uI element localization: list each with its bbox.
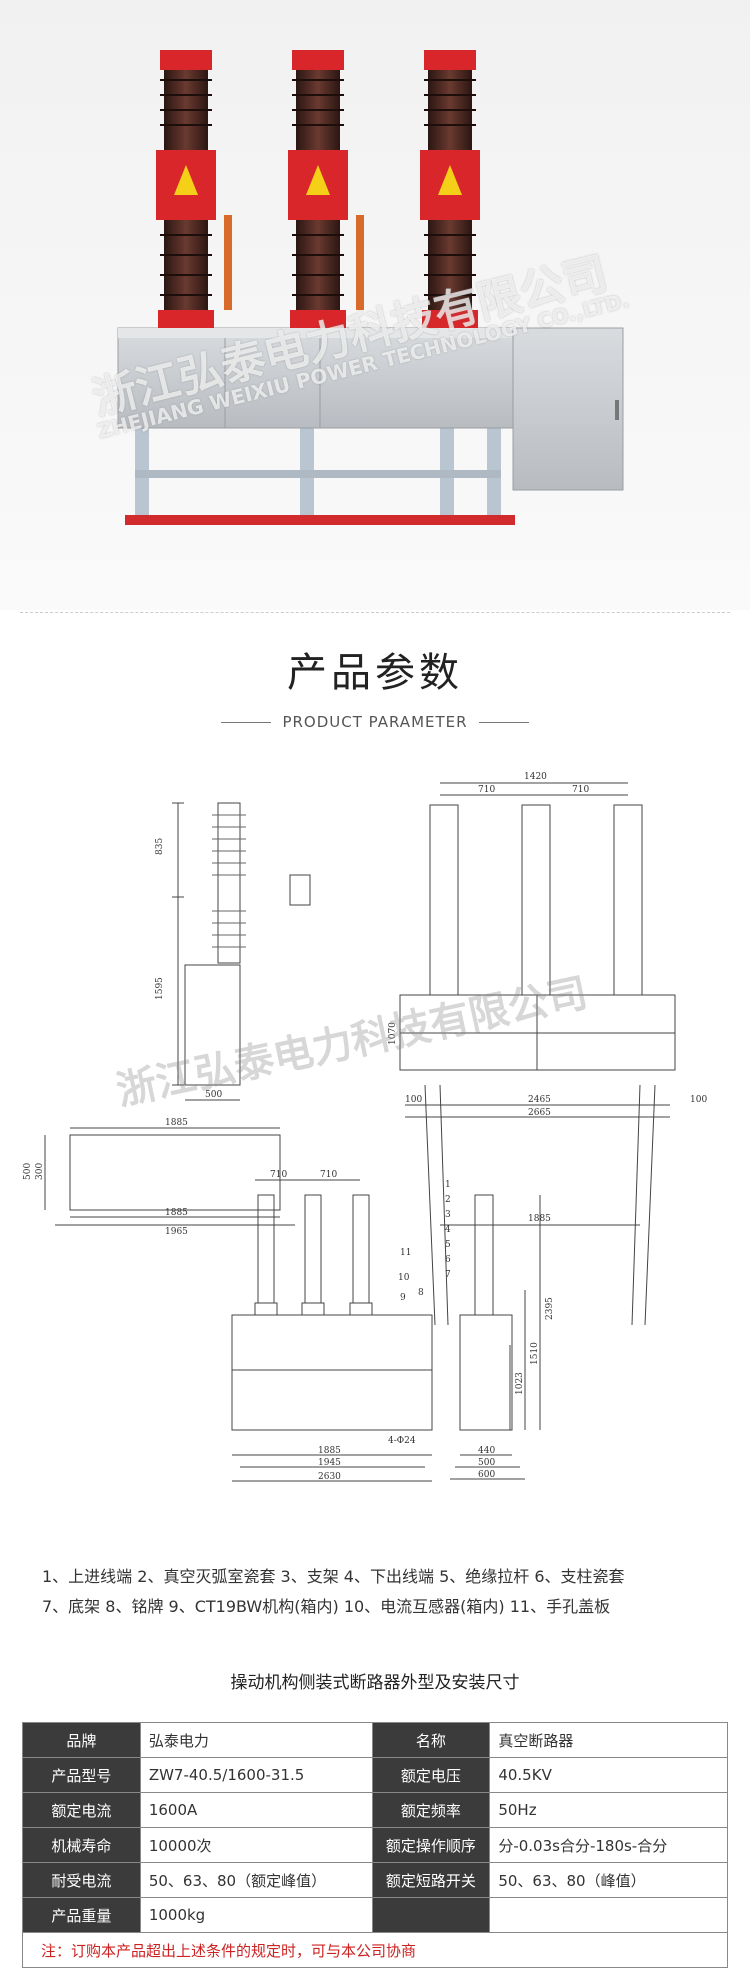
- assembly-view: [231, 1179, 541, 1482]
- parts-legend: 1、上进线端 2、真空灭弧室瓷套 3、支架 4、下出线端 5、绝缘拉杆 6、支柱…: [42, 1562, 722, 1622]
- dim-asm-500: 500: [478, 1458, 495, 1468]
- callout-11: 11: [400, 1248, 411, 1258]
- spec-value: 50Hz: [489, 1792, 728, 1828]
- dim-500-side: 500: [205, 1090, 222, 1100]
- dim-asm-710-a: 710: [270, 1170, 287, 1180]
- dim-asm-1023: 1023: [515, 1372, 525, 1395]
- spec-key: 额定电流: [22, 1792, 141, 1828]
- callout-6: 6: [445, 1255, 451, 1265]
- spec-value: 50、63、80（峰值）: [489, 1862, 728, 1898]
- dim-asm-710-b: 710: [320, 1170, 337, 1180]
- dim-plan-1885-top: 1885: [165, 1118, 188, 1128]
- dim-front-2465: 2465: [528, 1095, 551, 1105]
- drawing-watermark-cn: 浙江弘泰电力科技有限公司: [113, 970, 592, 1115]
- spec-key: 额定短路开关: [371, 1862, 491, 1898]
- divider: [20, 612, 730, 613]
- dim-plan-500: 500: [23, 1163, 33, 1180]
- dim-plan-1885-bottom: 1885: [165, 1208, 188, 1218]
- spec-key: 品牌: [22, 1722, 141, 1758]
- spec-value: [489, 1897, 728, 1933]
- spec-value: ZW7-40.5/1600-31.5: [139, 1757, 373, 1793]
- spec-value: 1600A: [139, 1792, 373, 1828]
- product-photo: 浙江弘泰电力科技有限公司 ZHEJIANG WEIXIU POWER TECHN…: [0, 0, 750, 610]
- spec-value: 40.5KV: [489, 1757, 728, 1793]
- dim-1070: 1070: [388, 1022, 398, 1045]
- spec-key: 产品型号: [22, 1757, 141, 1793]
- legend-line-2: 7、底架 8、铭牌 9、CT19BW机构(箱内) 10、电流互感器(箱内) 11…: [42, 1597, 611, 1616]
- callout-9: 9: [400, 1293, 406, 1303]
- dim-asm-1510: 1510: [530, 1342, 540, 1365]
- dim-plan-1965: 1965: [165, 1227, 188, 1237]
- callout-10: 10: [398, 1273, 410, 1283]
- legend-line-1: 1、上进线端 2、真空灭弧室瓷套 3、支架 4、下出线端 5、绝缘拉杆 6、支柱…: [42, 1567, 625, 1586]
- callout-5: 5: [445, 1240, 451, 1250]
- dim-asm-1945: 1945: [318, 1458, 341, 1468]
- dim-1595: 1595: [155, 977, 165, 1000]
- dim-front-2665: 2665: [528, 1108, 551, 1118]
- spec-key: 额定操作顺序: [371, 1827, 491, 1863]
- spec-key: 额定电压: [371, 1757, 491, 1793]
- dim-asm-2395: 2395: [545, 1297, 555, 1320]
- dim-asm-600: 600: [478, 1470, 495, 1480]
- section-subtitle: PRODUCT PARAMETER: [282, 713, 468, 731]
- side-view: [172, 802, 311, 1101]
- dim-asm-440: 440: [478, 1446, 495, 1456]
- spec-note-row: 注：订购本产品超出上述条件的规定时，可与本公司协商: [22, 1932, 728, 1968]
- spec-key: 产品重量: [22, 1897, 141, 1933]
- callout-1: 1: [445, 1180, 451, 1190]
- spec-value: 10000次: [139, 1827, 373, 1863]
- breaker-illustration: [117, 50, 624, 525]
- spec-note: 注：订购本产品超出上述条件的规定时，可与本公司协商: [22, 1932, 728, 1968]
- dim-front-100-right: 100: [690, 1095, 707, 1105]
- spec-value: 1000kg: [139, 1897, 373, 1933]
- spec-key: 耐受电流: [22, 1862, 141, 1898]
- spec-key: 名称: [371, 1722, 491, 1758]
- dim-asm-4phi24: 4-Φ24: [388, 1436, 416, 1446]
- dim-asm-1885: 1885: [318, 1446, 341, 1456]
- drawing-caption: 操动机构侧装式断路器外型及安装尺寸: [230, 1673, 520, 1693]
- spec-value: 真空断路器: [489, 1722, 728, 1758]
- dim-plan-300: 300: [35, 1163, 45, 1180]
- dim-asm-2630: 2630: [318, 1472, 341, 1482]
- dim-front-100-left: 100: [405, 1095, 422, 1105]
- callout-2: 2: [445, 1195, 451, 1205]
- spec-key: 额定频率: [371, 1792, 491, 1828]
- callout-4: 4: [445, 1225, 451, 1235]
- spec-row: 品牌弘泰电力名称真空断路器: [22, 1722, 728, 1758]
- dim-1420: 1420: [524, 772, 547, 782]
- pole-left: [156, 50, 216, 328]
- front-view: [399, 782, 676, 1326]
- spec-value: 分-0.03s合分-180s-合分: [489, 1827, 728, 1863]
- dim-835: 835: [155, 838, 165, 855]
- spec-key: [371, 1897, 491, 1933]
- dim-710-b: 710: [572, 785, 589, 795]
- section-subtitle-row: PRODUCT PARAMETER: [0, 712, 750, 731]
- spec-value: 弘泰电力: [139, 1722, 373, 1758]
- plan-view: [44, 1127, 295, 1226]
- spec-value: 50、63、80（额定峰值）: [139, 1862, 373, 1898]
- technical-drawing: 835 1595 500 1885 1885 1965 500 300: [0, 755, 750, 1535]
- pole-middle: [288, 50, 348, 328]
- callout-8: 8: [418, 1288, 424, 1298]
- dim-710-a: 710: [478, 785, 495, 795]
- callout-3: 3: [445, 1210, 451, 1220]
- callout-7: 7: [445, 1270, 451, 1280]
- section-title: 产品参数: [287, 650, 463, 696]
- spec-key: 机械寿命: [22, 1827, 141, 1863]
